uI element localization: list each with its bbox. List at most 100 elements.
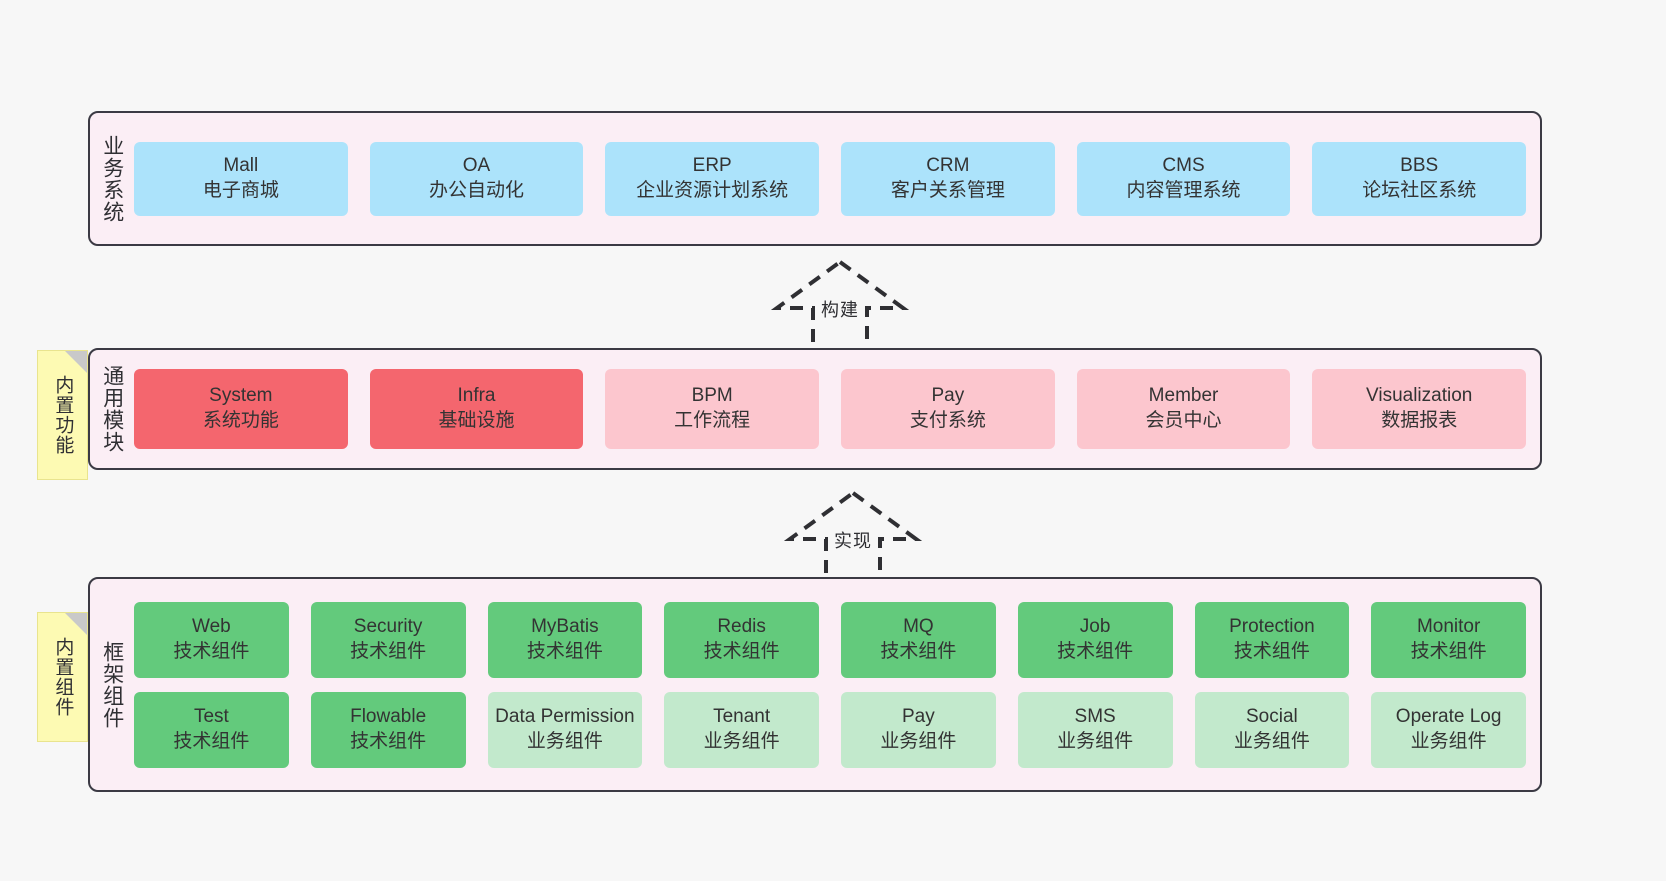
- card-pay-module[interactable]: Pay 支付系统: [841, 369, 1055, 449]
- dashed-generalization-arrow-icon: [770, 259, 910, 353]
- card-title: Infra: [457, 385, 496, 407]
- card-title: Visualization: [1366, 385, 1473, 407]
- card-subtitle: 技术组件: [703, 640, 780, 662]
- card-title: Monitor: [1416, 615, 1481, 637]
- card-row: System 系统功能 Infra 基础设施 BPM 工作流程 Pay 支付系统…: [134, 369, 1527, 449]
- card-bpm[interactable]: BPM 工作流程: [605, 369, 820, 449]
- card-title: CRM: [926, 154, 970, 176]
- card-subtitle: 技术组件: [173, 730, 250, 752]
- note-builtin-components: 内置组件: [37, 612, 88, 742]
- card-subtitle: 技术组件: [1410, 640, 1487, 662]
- card-subtitle: 技术组件: [880, 640, 957, 662]
- card-visualization[interactable]: Visualization 数据报表: [1312, 369, 1527, 449]
- card-title: MQ: [903, 615, 934, 637]
- card-system[interactable]: System 系统功能: [134, 369, 348, 449]
- card-title: CMS: [1162, 154, 1205, 176]
- layer-business-systems-body: Mall 电子商城 OA 办公自动化 ERP 企业资源计划系统 CRM 客户关系…: [134, 113, 1540, 244]
- card-title: Pay: [902, 705, 935, 727]
- note-builtin-functions: 内置功能: [37, 350, 88, 480]
- note-fold-corner-icon: [65, 351, 87, 373]
- card-redis[interactable]: Redis 技术组件: [664, 601, 819, 678]
- card-title: MyBatis: [531, 615, 599, 637]
- card-row: Mall 电子商城 OA 办公自动化 ERP 企业资源计划系统 CRM 客户关系…: [134, 141, 1527, 216]
- card-web[interactable]: Web 技术组件: [134, 601, 289, 678]
- card-subtitle: 企业资源计划系统: [636, 179, 789, 201]
- card-title: System: [209, 385, 273, 407]
- card-sms[interactable]: SMS 业务组件: [1017, 691, 1173, 768]
- card-title: BBS: [1400, 154, 1439, 176]
- note-fold-corner-icon: [65, 613, 87, 635]
- card-subtitle: 论坛社区系统: [1362, 179, 1477, 201]
- note-builtin-functions-label: 内置功能: [52, 375, 74, 455]
- card-title: Data Permission: [495, 705, 635, 727]
- card-subtitle: 业务组件: [1233, 730, 1310, 752]
- card-erp[interactable]: ERP 企业资源计划系统: [605, 141, 820, 216]
- card-subtitle: 技术组件: [1057, 640, 1134, 662]
- card-social[interactable]: Social 业务组件: [1194, 691, 1350, 768]
- card-title: ERP: [692, 154, 732, 176]
- card-bbs[interactable]: BBS 论坛社区系统: [1312, 141, 1527, 216]
- layer-business-systems-title: 业务系统: [100, 134, 124, 223]
- layer-framework-components-body: Web 技术组件 Security 技术组件 MyBatis 技术组件 Redi…: [134, 579, 1540, 790]
- card-subtitle: 业务组件: [526, 730, 603, 752]
- card-tenant[interactable]: Tenant 业务组件: [664, 691, 819, 768]
- card-subtitle: 业务组件: [1057, 730, 1134, 752]
- connector-implement-arrow: 实现: [768, 489, 938, 584]
- card-subtitle: 内容管理系统: [1126, 179, 1241, 201]
- card-subtitle: 系统功能: [202, 410, 279, 431]
- card-subtitle: 基础设施: [438, 410, 515, 431]
- card-subtitle: 业务组件: [880, 730, 957, 752]
- card-test[interactable]: Test 技术组件: [134, 691, 289, 768]
- card-mybatis[interactable]: MyBatis 技术组件: [487, 601, 643, 678]
- layer-framework-components-title: 框架组件: [100, 640, 124, 729]
- card-subtitle: 工作流程: [674, 410, 751, 431]
- card-operate-log[interactable]: Operate Log 业务组件: [1371, 691, 1526, 768]
- card-flowable[interactable]: Flowable 技术组件: [310, 691, 466, 768]
- card-subtitle: 技术组件: [350, 640, 427, 662]
- card-title: Test: [193, 705, 229, 727]
- layer-business-systems: 业务系统 Mall 电子商城 OA 办公自动化 ERP 企业资源计划系统 CRM…: [88, 111, 1542, 246]
- card-mq[interactable]: MQ 技术组件: [841, 601, 996, 678]
- card-title: Job: [1079, 615, 1111, 637]
- card-title: Redis: [717, 615, 766, 637]
- card-data-permission[interactable]: Data Permission 业务组件: [487, 691, 643, 768]
- card-title: Security: [353, 615, 423, 637]
- card-subtitle: 业务组件: [703, 730, 780, 752]
- card-title: BPM: [691, 385, 733, 407]
- card-protection[interactable]: Protection 技术组件: [1194, 601, 1350, 678]
- card-member[interactable]: Member 会员中心: [1076, 369, 1291, 449]
- card-subtitle: 会员中心: [1145, 410, 1222, 431]
- card-title: Tenant: [713, 705, 771, 727]
- card-title: Flowable: [350, 705, 427, 727]
- card-job[interactable]: Job 技术组件: [1017, 601, 1173, 678]
- card-infra[interactable]: Infra 基础设施: [369, 369, 584, 449]
- card-subtitle: 业务组件: [1410, 730, 1487, 752]
- note-builtin-components-label: 内置组件: [52, 637, 74, 717]
- card-oa[interactable]: OA 办公自动化: [369, 141, 584, 216]
- card-title: Pay: [931, 385, 965, 407]
- card-security[interactable]: Security 技术组件: [310, 601, 466, 678]
- card-row: Test 技术组件 Flowable 技术组件 Data Permission …: [134, 691, 1526, 768]
- card-subtitle: 电子商城: [202, 179, 279, 201]
- card-cms[interactable]: CMS 内容管理系统: [1076, 141, 1291, 216]
- layer-framework-components: 框架组件 Web 技术组件 Security 技术组件 MyBatis 技术组件…: [88, 577, 1542, 792]
- card-monitor[interactable]: Monitor 技术组件: [1371, 601, 1526, 678]
- card-title: Protection: [1229, 615, 1315, 637]
- card-subtitle: 技术组件: [350, 730, 427, 752]
- card-title: Operate Log: [1395, 705, 1502, 727]
- card-subtitle: 客户关系管理: [890, 179, 1005, 201]
- card-title: Web: [192, 615, 231, 637]
- card-title: Social: [1246, 705, 1298, 727]
- dashed-generalization-arrow-icon: [783, 490, 923, 584]
- card-title: SMS: [1074, 705, 1116, 727]
- card-pay-component[interactable]: Pay 业务组件: [841, 691, 996, 768]
- card-mall[interactable]: Mall 电子商城: [134, 141, 348, 216]
- card-row: Web 技术组件 Security 技术组件 MyBatis 技术组件 Redi…: [134, 601, 1526, 678]
- card-title: OA: [462, 154, 491, 176]
- card-crm[interactable]: CRM 客户关系管理: [841, 141, 1055, 216]
- layer-common-modules-body: System 系统功能 Infra 基础设施 BPM 工作流程 Pay 支付系统…: [134, 350, 1540, 468]
- card-subtitle: 数据报表: [1381, 410, 1458, 431]
- card-title: Member: [1148, 385, 1219, 407]
- card-subtitle: 技术组件: [526, 640, 603, 662]
